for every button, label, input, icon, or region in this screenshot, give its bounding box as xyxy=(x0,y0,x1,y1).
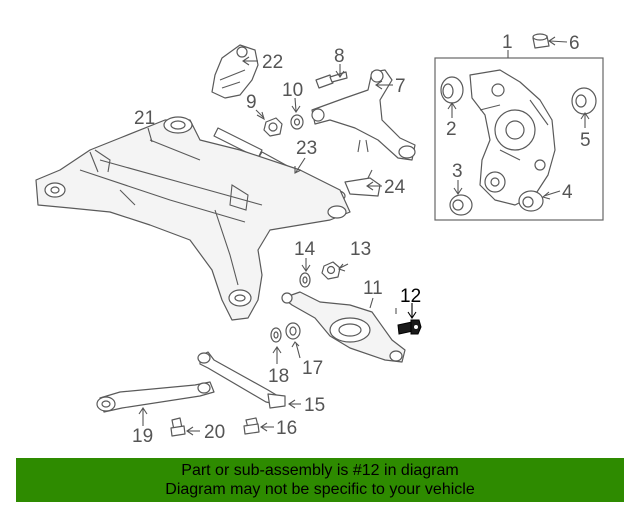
leader-lines xyxy=(138,36,590,436)
callout-3: 3 xyxy=(452,161,463,182)
parts-diagram: 1 2 3 4 5 6 7 8 9 10 11 12 13 14 15 16 1… xyxy=(35,32,604,447)
callout-23: 23 xyxy=(296,138,317,159)
callout-15: 15 xyxy=(304,395,325,416)
callout-10: 10 xyxy=(282,80,303,101)
callout-9: 9 xyxy=(246,92,257,113)
bolt-16 xyxy=(243,417,260,435)
callout-1: 1 xyxy=(502,32,513,53)
callout-14: 14 xyxy=(294,239,316,260)
cap-6 xyxy=(532,33,550,49)
bracket-24 xyxy=(344,169,381,197)
callout-19: 19 xyxy=(132,426,153,447)
knuckle xyxy=(469,69,556,206)
banner-line-1: Part or sub-assembly is #12 in diagram xyxy=(181,462,459,479)
callout-8: 8 xyxy=(334,46,345,67)
bushing-5 xyxy=(571,87,597,115)
lateral-link-19 xyxy=(96,381,215,413)
diagram-notice-banner: Part or sub-assembly is #12 in diagram D… xyxy=(16,458,624,502)
bolt-8 xyxy=(315,71,348,89)
washer-14 xyxy=(299,272,311,288)
toe-link-15 xyxy=(197,351,286,409)
callout-24: 24 xyxy=(384,177,406,198)
callout-7: 7 xyxy=(395,76,406,97)
bolt-12 xyxy=(397,319,422,335)
callout-12: 12 xyxy=(400,286,421,307)
banner-line-2: Diagram may not be specific to your vehi… xyxy=(165,481,475,498)
callout-13: 13 xyxy=(350,239,371,260)
bushing-2 xyxy=(440,76,464,104)
bushing-3 xyxy=(449,194,473,216)
callout-4: 4 xyxy=(562,182,573,203)
bushing-17 xyxy=(285,322,301,340)
subframe-21 xyxy=(35,116,351,321)
callout-20: 20 xyxy=(204,422,225,443)
nut-9 xyxy=(263,117,283,137)
callout-5: 5 xyxy=(580,130,591,151)
lower-arm-11 xyxy=(281,291,406,363)
callout-17: 17 xyxy=(302,358,323,379)
callout-6: 6 xyxy=(569,33,580,54)
callout-22: 22 xyxy=(262,52,283,73)
callout-11: 11 xyxy=(363,278,383,299)
nut-13 xyxy=(321,261,341,280)
bolt-20 xyxy=(170,417,186,437)
callout-21: 21 xyxy=(134,108,155,129)
bushing-4 xyxy=(518,190,544,212)
callout-2: 2 xyxy=(446,119,457,140)
washer-10 xyxy=(290,114,304,130)
washer-18 xyxy=(270,327,282,343)
callout-18: 18 xyxy=(268,366,289,387)
callout-16: 16 xyxy=(276,418,297,439)
bracket-22 xyxy=(211,44,259,99)
upper-arm-7 xyxy=(311,69,416,161)
